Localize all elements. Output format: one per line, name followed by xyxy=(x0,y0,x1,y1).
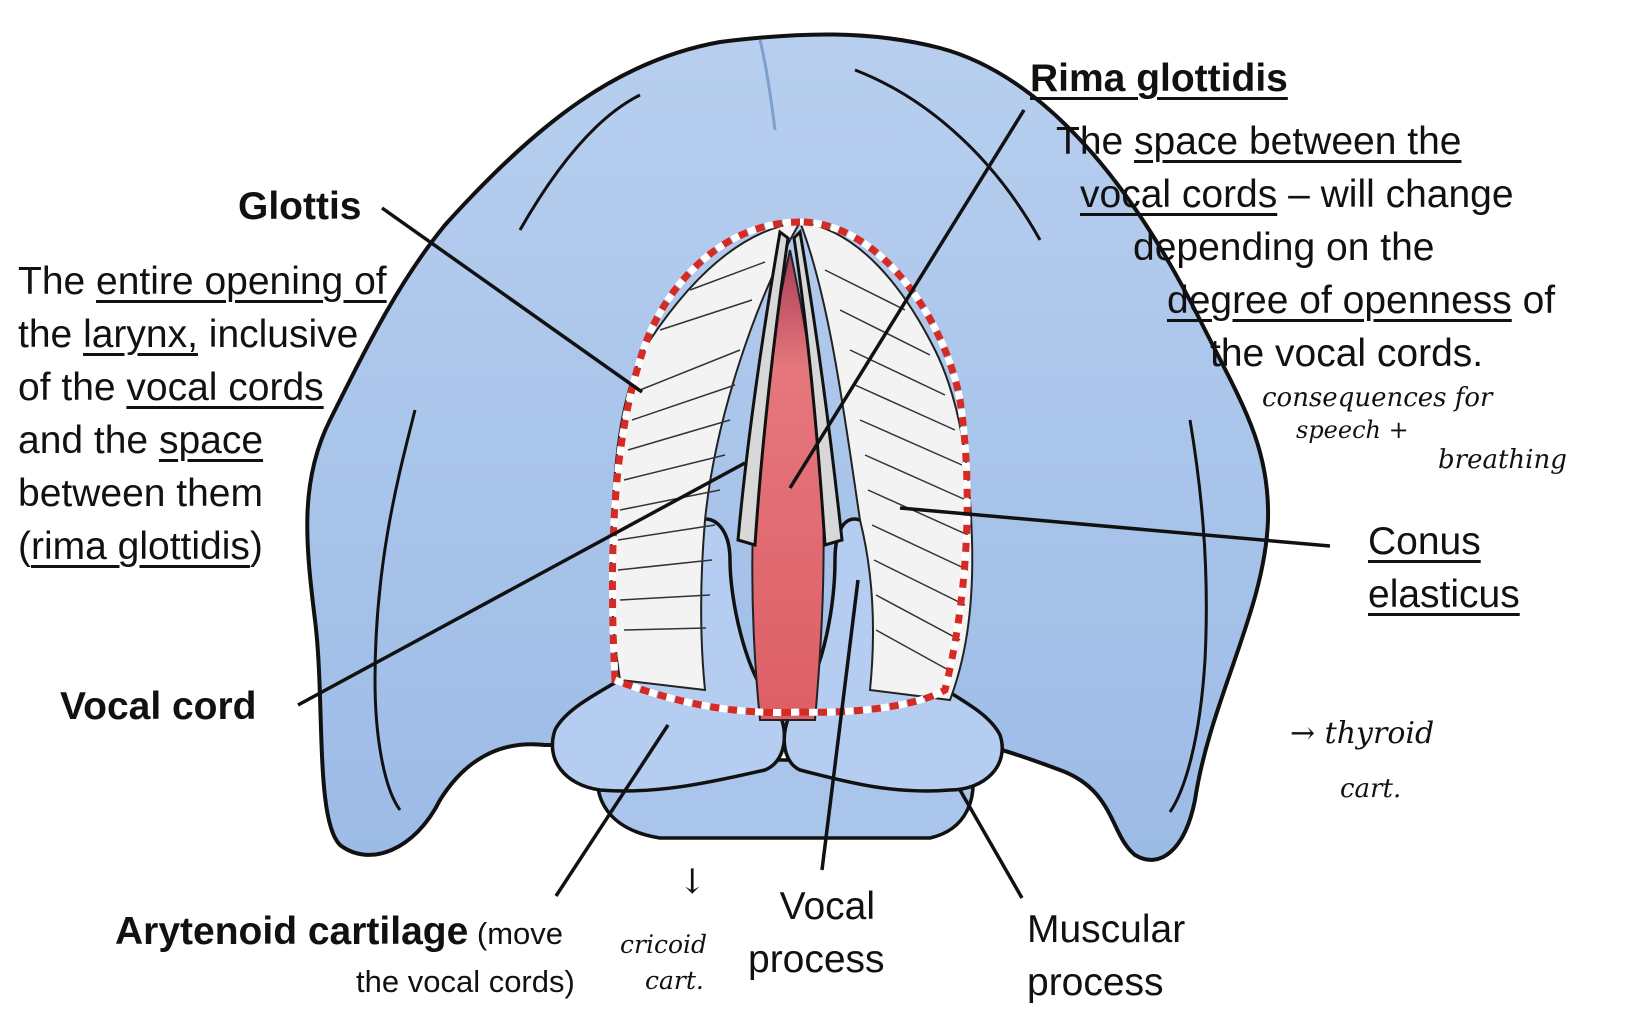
leader-vocal-cord xyxy=(297,461,746,707)
left-vocal-cord xyxy=(736,229,790,547)
leader-vocal-process xyxy=(820,579,860,871)
conus-elasticus-label: Conus elasticus xyxy=(1368,520,1520,616)
note-cricoid-arrow: ↓ xyxy=(678,862,707,902)
arytenoid-cartilage-note: the vocal cords) xyxy=(356,964,575,999)
note-thyroid-line1: → thyroid xyxy=(1290,716,1435,751)
leader-conus xyxy=(899,506,1331,548)
note-cricoid-line2: cart. xyxy=(645,966,704,995)
leader-arytenoid xyxy=(554,724,670,897)
rima-glottidis-description: The space between the vocal cords – will… xyxy=(1056,120,1556,375)
leader-glottis xyxy=(380,206,644,394)
leader-muscular-process xyxy=(958,789,1024,899)
right-vocal-cord xyxy=(792,228,844,547)
vocal-cord-label: Vocal cord xyxy=(60,685,257,728)
note-consequences-line3: breathing xyxy=(1438,445,1567,475)
muscular-process-label: Muscular process xyxy=(1027,908,1186,1004)
glottis-heading: Glottis xyxy=(238,185,362,228)
glottis-description: The entire opening of the larynx, inclus… xyxy=(18,260,387,568)
leader-rima xyxy=(788,109,1026,489)
note-consequences-line1: consequences for xyxy=(1262,383,1493,413)
note-thyroid-line2: cart. xyxy=(1340,774,1402,804)
note-cricoid-line1: cricoid xyxy=(620,930,707,959)
rima-glottidis-heading: Rima glottidis xyxy=(1030,57,1288,100)
note-consequences-line2: speech + xyxy=(1296,416,1409,444)
glottis-dotted-outline xyxy=(608,218,971,716)
arytenoid-cartilage-label: Arytenoid cartilage (move xyxy=(115,910,564,953)
right-membrane xyxy=(798,220,974,702)
vocal-process-label: Vocal process xyxy=(748,885,885,981)
